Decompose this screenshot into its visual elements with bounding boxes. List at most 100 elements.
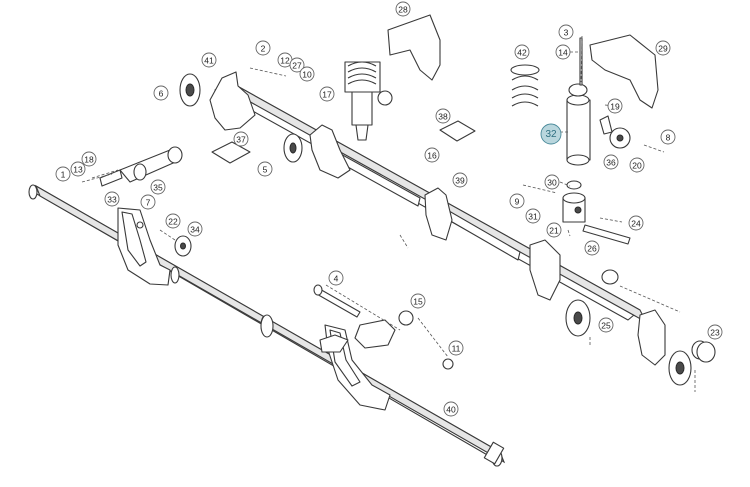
callout-label: 32 — [545, 129, 557, 140]
callout-26: 26 — [584, 240, 600, 256]
callout-13: 13 — [70, 161, 86, 177]
callout-label: 41 — [204, 56, 214, 66]
callout-circle — [201, 52, 217, 68]
parts-drawing — [28, 14, 716, 467]
callout-35: 35 — [150, 179, 166, 195]
leader-lines — [81, 35, 696, 392]
callout-41: 41 — [201, 52, 217, 68]
callout-8: 8 — [660, 129, 676, 145]
callout-36: 36 — [603, 154, 619, 170]
callout-circle — [628, 215, 644, 231]
callout-circle — [443, 401, 459, 417]
callout-label: 9 — [515, 197, 520, 207]
callout-circle — [424, 147, 440, 163]
callout-circle — [104, 191, 120, 207]
callout-circle — [153, 85, 169, 101]
callout-label: 26 — [587, 244, 597, 254]
callout-circle — [150, 179, 166, 195]
lower-left-bracket — [117, 207, 171, 286]
callout-circle — [395, 1, 411, 17]
callout-label: 12 — [280, 56, 290, 66]
callout-label: 13 — [73, 165, 83, 175]
callout-circle — [603, 154, 619, 170]
callout-15: 15 — [410, 293, 426, 309]
callout-5: 5 — [257, 161, 273, 177]
callout-label: 23 — [710, 328, 720, 338]
callout-14: 14 — [555, 44, 571, 60]
callout-10: 10 — [299, 66, 315, 82]
callout-circle — [140, 194, 156, 210]
callout-18: 18 — [81, 151, 97, 167]
callout-label: 31 — [528, 212, 538, 222]
callout-label: 29 — [658, 44, 668, 54]
callout-label: 17 — [322, 90, 332, 100]
callout-label: 14 — [558, 48, 568, 58]
callout-circle — [655, 40, 671, 56]
callout-circle — [509, 193, 525, 209]
spring-assembly — [510, 64, 540, 107]
left-hub — [174, 235, 192, 257]
upper-shaft-brackets — [209, 71, 666, 366]
callout-3: 3 — [558, 24, 574, 40]
cover-plates — [387, 14, 659, 109]
callout-circle — [299, 66, 315, 82]
right-cylinder — [566, 37, 591, 166]
callout-22: 22 — [165, 213, 181, 229]
callout-17: 17 — [319, 86, 335, 102]
callout-label: 34 — [190, 225, 200, 235]
callout-label: 5 — [263, 165, 268, 175]
callout-circle — [328, 270, 344, 286]
callout-circle — [233, 131, 249, 147]
callout-label: 10 — [302, 70, 312, 80]
callout-31: 31 — [525, 208, 541, 224]
callout-label: 11 — [452, 344, 461, 354]
callout-circle — [546, 222, 562, 238]
callout-37: 37 — [233, 131, 249, 147]
callout-label: 38 — [438, 112, 448, 122]
callout-40: 40 — [443, 401, 459, 417]
callout-circle — [255, 40, 271, 56]
callout-7: 7 — [140, 194, 156, 210]
callout-label: 7 — [146, 198, 151, 208]
callout-11: 11 — [448, 340, 464, 356]
callout-circle — [319, 86, 335, 102]
callout-circle — [410, 293, 426, 309]
lower-middle-bracket — [319, 319, 396, 411]
callout-28: 28 — [395, 1, 411, 17]
callout-label: 33 — [107, 195, 117, 205]
callout-label: 42 — [517, 48, 527, 58]
sleeve-and-pin — [562, 180, 631, 245]
callout-label: 37 — [236, 135, 246, 145]
callout-circle — [81, 151, 97, 167]
callout-4: 4 — [328, 270, 344, 286]
callout-label: 28 — [398, 5, 408, 15]
callout-circle — [525, 208, 541, 224]
callout-circle — [629, 157, 645, 173]
callout-label: 3 — [564, 28, 569, 38]
callout-circle — [55, 166, 71, 182]
callout-label: 1 — [61, 170, 66, 180]
callout-label: 2 — [261, 44, 266, 54]
callout-label: 20 — [632, 161, 642, 171]
right-hub — [599, 115, 631, 149]
callout-label: 40 — [446, 405, 456, 415]
callout-circle — [598, 317, 614, 333]
callout-25: 25 — [598, 317, 614, 333]
callout-16: 16 — [424, 147, 440, 163]
callout-30: 30 — [544, 174, 560, 190]
callout-label: 19 — [610, 102, 620, 112]
callout-34: 34 — [187, 221, 203, 237]
callout-circle — [514, 44, 530, 60]
callout-circle — [289, 57, 305, 73]
callout-42: 42 — [514, 44, 530, 60]
callout-label: 15 — [413, 297, 423, 307]
callout-circle — [707, 324, 723, 340]
callout-circle — [187, 221, 203, 237]
callout-label: 6 — [159, 89, 164, 99]
end-cap — [696, 341, 716, 363]
callout-circle — [448, 340, 464, 356]
callout-circle — [70, 161, 86, 177]
callout-32: 32 — [540, 123, 562, 145]
